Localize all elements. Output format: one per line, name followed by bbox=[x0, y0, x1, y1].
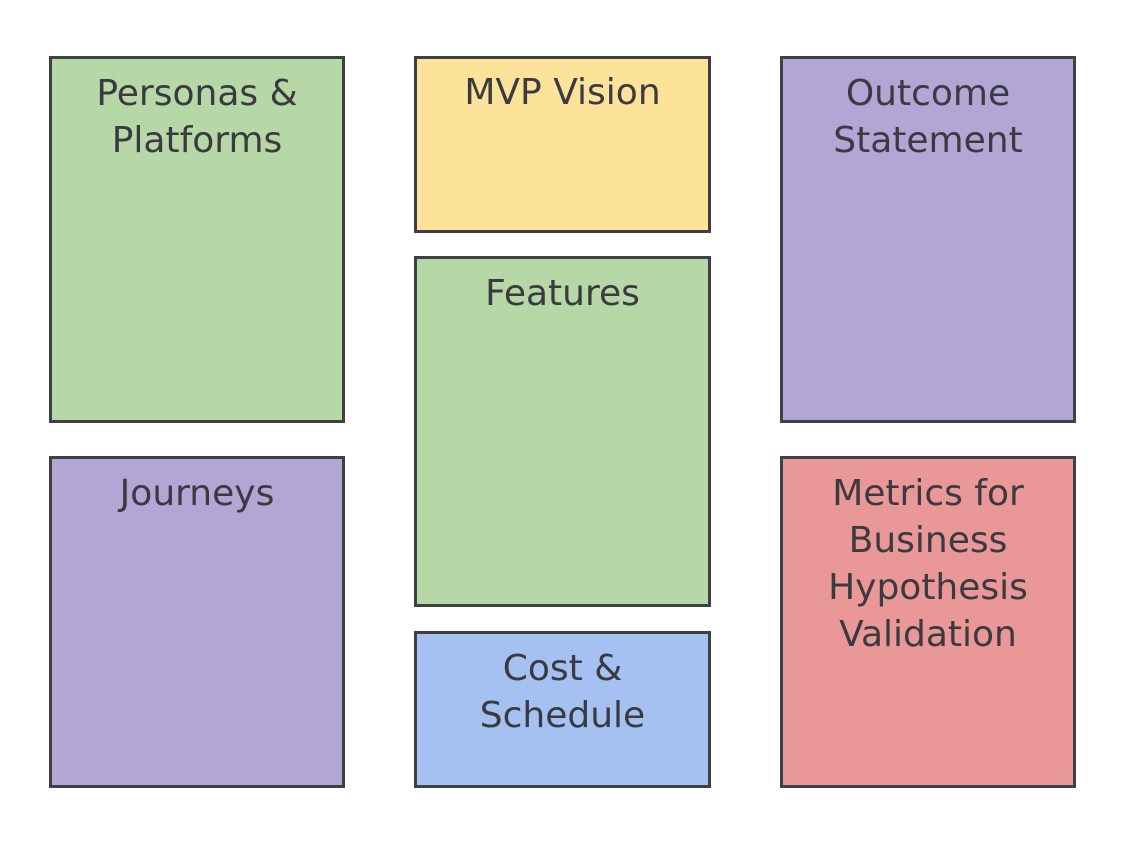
journeys-box: Journeys bbox=[49, 456, 345, 788]
outcome-statement-box: Outcome Statement bbox=[780, 56, 1076, 423]
personas-platforms-label: Personas & Platforms bbox=[96, 73, 298, 161]
journeys-label: Journeys bbox=[119, 473, 275, 514]
metrics-box: Metrics for Business Hypothesis Validati… bbox=[780, 456, 1076, 788]
outcome-statement-label: Outcome Statement bbox=[833, 73, 1023, 161]
metrics-label: Metrics for Business Hypothesis Validati… bbox=[828, 473, 1028, 655]
features-label: Features bbox=[485, 273, 640, 314]
cost-schedule-label: Cost & Schedule bbox=[479, 648, 646, 736]
features-box: Features bbox=[414, 256, 711, 607]
mvp-vision-label: MVP Vision bbox=[464, 72, 661, 113]
cost-schedule-box: Cost & Schedule bbox=[414, 631, 711, 788]
personas-platforms-box: Personas & Platforms bbox=[49, 56, 345, 423]
mvp-vision-box: MVP Vision bbox=[414, 56, 711, 233]
